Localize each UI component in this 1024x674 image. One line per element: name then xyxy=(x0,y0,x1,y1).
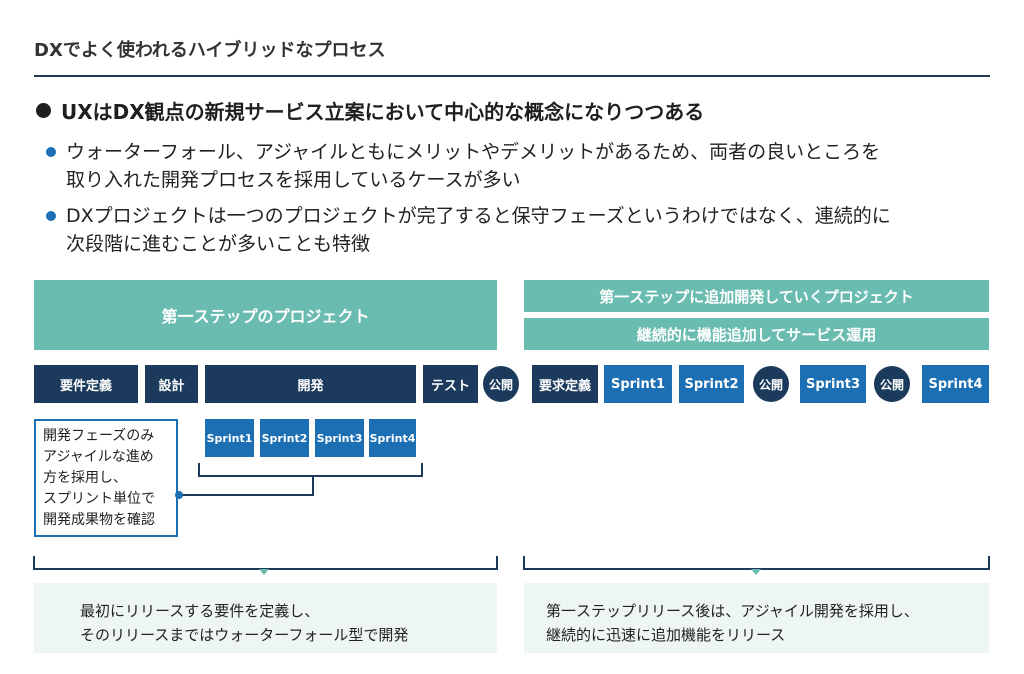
phase-continuous-ops: 継続的に機能追加してサービス運用 xyxy=(524,318,989,350)
bullet-item-1: ウォーターフォール、アジャイルともにメリットやデメリットがあるため、両者の良いと… xyxy=(46,138,880,194)
left-summary-bracket xyxy=(33,556,498,570)
step-development: 開発 xyxy=(205,365,416,403)
connector-dot xyxy=(175,491,183,499)
bracket-to-note-line xyxy=(180,476,314,496)
title-divider xyxy=(34,75,990,77)
main-heading: UXはDX観点の新規サービス立案において中心的な概念になりつつある xyxy=(36,96,704,125)
bullet-dot-icon xyxy=(46,147,56,157)
bullet-2-line2: 次段階に進むことが多いことも特徴 xyxy=(66,233,371,255)
sprint-4-block: Sprint4 xyxy=(922,365,989,403)
right-summary-line1: 第一ステップリリース後は、アジャイル開発を採用し、 xyxy=(546,602,919,620)
step-request-definition: 要求定義 xyxy=(532,365,598,403)
agile-note-box: 開発フェーズのみ アジャイルな進め 方を採用し、 スプリント単位で 開発成果物を… xyxy=(34,419,178,537)
sprint-3-block: Sprint3 xyxy=(800,365,866,403)
page-title: DXでよく使われるハイブリッドなプロセス xyxy=(34,40,386,61)
sub-sprint-1: Sprint1 xyxy=(205,419,254,457)
note-line-5: 開発成果物を確認 xyxy=(43,512,155,528)
heading-bullet-icon xyxy=(36,103,51,118)
sprint-1-block: Sprint1 xyxy=(604,365,672,403)
right-summary-line2: 継続的に迅速に追加機能をリリース xyxy=(546,626,786,644)
bullet-2-line1: DXプロジェクトは一つのプロジェクトが完了すると保守フェーズというわけではなく、… xyxy=(66,205,891,227)
bullet-item-2: DXプロジェクトは一つのプロジェクトが完了すると保守フェーズというわけではなく、… xyxy=(46,202,891,258)
bullet-1-line1: ウォーターフォール、アジャイルともにメリットやデメリットがあるため、両者の良いと… xyxy=(66,141,881,163)
release-badge-1: 公開 xyxy=(483,366,519,402)
sprint-bracket xyxy=(198,463,423,477)
sub-sprint-4: Sprint4 xyxy=(369,419,416,457)
left-summary-line2: そのリリースまではウォーターフォール型で開発 xyxy=(80,626,409,644)
phase-additional-dev: 第一ステップに追加開発していくプロジェクト xyxy=(524,280,989,312)
bullet-1-line2: 取り入れた開発プロセスを採用しているケースが多い xyxy=(66,169,521,191)
bullet-dot-icon xyxy=(46,211,56,221)
sub-sprint-3: Sprint3 xyxy=(315,419,364,457)
note-line-4: スプリント単位で xyxy=(43,491,155,507)
note-line-2: アジャイルな進め xyxy=(43,449,154,465)
release-badge-3: 公開 xyxy=(874,366,910,402)
release-badge-2: 公開 xyxy=(753,366,789,402)
right-summary-box: 第一ステップリリース後は、アジャイル開発を採用し、 継続的に迅速に追加機能をリリ… xyxy=(524,583,989,653)
left-pointer xyxy=(259,569,269,575)
phase-first-step: 第一ステップのプロジェクト xyxy=(34,280,497,350)
sprint-2-block: Sprint2 xyxy=(679,365,744,403)
left-summary-box: 最初にリリースする要件を定義し、 そのリリースまではウォーターフォール型で開発 xyxy=(34,583,497,653)
note-line-1: 開発フェーズのみ xyxy=(43,428,155,444)
right-summary-bracket xyxy=(523,556,990,570)
left-summary-line1: 最初にリリースする要件を定義し、 xyxy=(80,602,320,620)
main-heading-text: UXはDX観点の新規サービス立案において中心的な概念になりつつある xyxy=(61,100,705,124)
step-test: テスト xyxy=(423,365,478,403)
sub-sprint-2: Sprint2 xyxy=(260,419,309,457)
note-line-3: 方を採用し、 xyxy=(43,470,127,486)
right-pointer xyxy=(751,569,761,575)
step-requirements: 要件定義 xyxy=(34,365,138,403)
step-design: 設計 xyxy=(145,365,198,403)
